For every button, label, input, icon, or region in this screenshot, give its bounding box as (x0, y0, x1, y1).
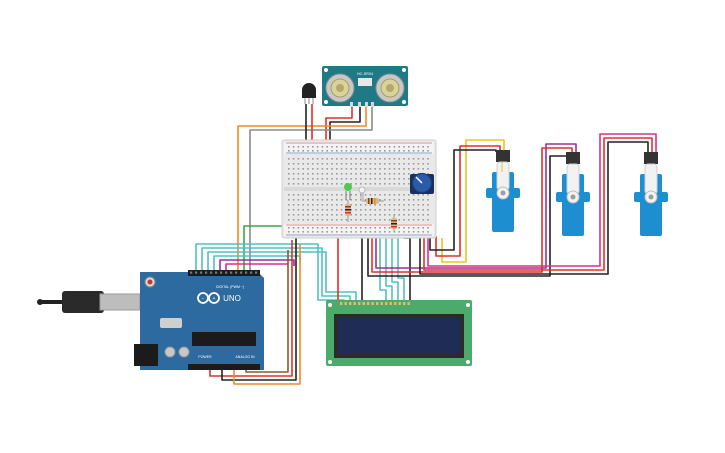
svg-text:+: + (213, 296, 216, 302)
wire-servo3-signal[interactable] (427, 133, 657, 267)
arduino-header-label: DIGITAL (PWM ~) (216, 285, 244, 289)
arduino-uno[interactable]: − + UNO DIGITAL (PWM ~) POWER ANALOG IN (134, 270, 264, 370)
wire-servo1-signal[interactable] (441, 139, 505, 263)
wire-purple-1[interactable] (219, 259, 295, 270)
wire-lcd-7[interactable] (404, 237, 411, 304)
wire-red-lower[interactable] (209, 240, 293, 377)
wire-servo1-gnd[interactable] (429, 149, 497, 251)
wire-magenta-1[interactable] (225, 263, 288, 270)
wire-servo3-power[interactable] (423, 137, 653, 271)
wire-lcd-3[interactable] (379, 232, 387, 304)
arduino-model-label: UNO (223, 294, 241, 303)
sensor-transducer-left (325, 73, 355, 103)
wire-servo3-gnd[interactable] (419, 141, 649, 275)
servo-2-connector (566, 152, 580, 164)
wire-orange-lower[interactable] (233, 244, 301, 385)
arduino-analog-header (188, 364, 260, 370)
arduino-power-label: POWER (198, 355, 212, 359)
usb-cable (37, 291, 141, 313)
wire-sensor-echo[interactable] (237, 106, 367, 270)
breadboard-top-rail (284, 142, 434, 154)
photoresistor[interactable] (358, 186, 366, 200)
wire-sensor-gnd[interactable] (249, 106, 373, 270)
arduino-digital-header (188, 270, 260, 276)
servo-1-connector (496, 150, 510, 162)
servo-3-connector (644, 152, 658, 164)
wire-lcd-5[interactable] (391, 236, 399, 304)
arduino-analog-label: ANALOG IN (235, 355, 255, 359)
temperature-sensor[interactable] (302, 83, 316, 104)
servo-3[interactable] (634, 152, 668, 236)
wire-lcd-6[interactable] (397, 236, 405, 304)
potentiometer[interactable] (410, 172, 434, 195)
sensor-model-label: HC-SR04 (357, 72, 373, 76)
wire-teal-3[interactable] (207, 251, 357, 304)
servo-2[interactable] (556, 152, 590, 236)
wire-teal-2[interactable] (201, 247, 351, 304)
wire-servo2-power[interactable] (371, 147, 573, 273)
led-dome (344, 183, 352, 191)
wire-black-lower[interactable] (221, 236, 297, 381)
arduino-digital-pins (190, 271, 258, 274)
sensor-transducer-right (375, 73, 405, 103)
resistor-horizontal[interactable] (362, 198, 384, 204)
sensor-pins (350, 102, 374, 107)
wire-servo2-gnd[interactable] (367, 155, 568, 277)
servo-1[interactable] (486, 150, 520, 232)
led-resistor[interactable] (345, 200, 351, 222)
led[interactable] (344, 183, 352, 200)
arduino-power-jack (134, 344, 158, 366)
svg-text:−: − (202, 296, 205, 302)
ultrasonic-sensor[interactable]: HC-SR04 (322, 66, 408, 107)
resistor-vertical[interactable] (391, 214, 397, 232)
wire-servo2-signal[interactable] (375, 143, 577, 269)
breadboard-bottom-rail (284, 224, 434, 236)
lcd-screen (338, 318, 460, 354)
arduino-logo: − + (197, 292, 220, 304)
breadboard-holes (288, 146, 429, 233)
wires (195, 104, 657, 385)
arduino-mcu (192, 332, 256, 346)
lcd-display[interactable] (326, 300, 472, 366)
wire-lcd-4[interactable] (385, 236, 393, 304)
wire-servo1-power[interactable] (435, 145, 501, 257)
lcd-pin-header (340, 302, 410, 305)
wire-teal-4[interactable] (213, 255, 301, 270)
